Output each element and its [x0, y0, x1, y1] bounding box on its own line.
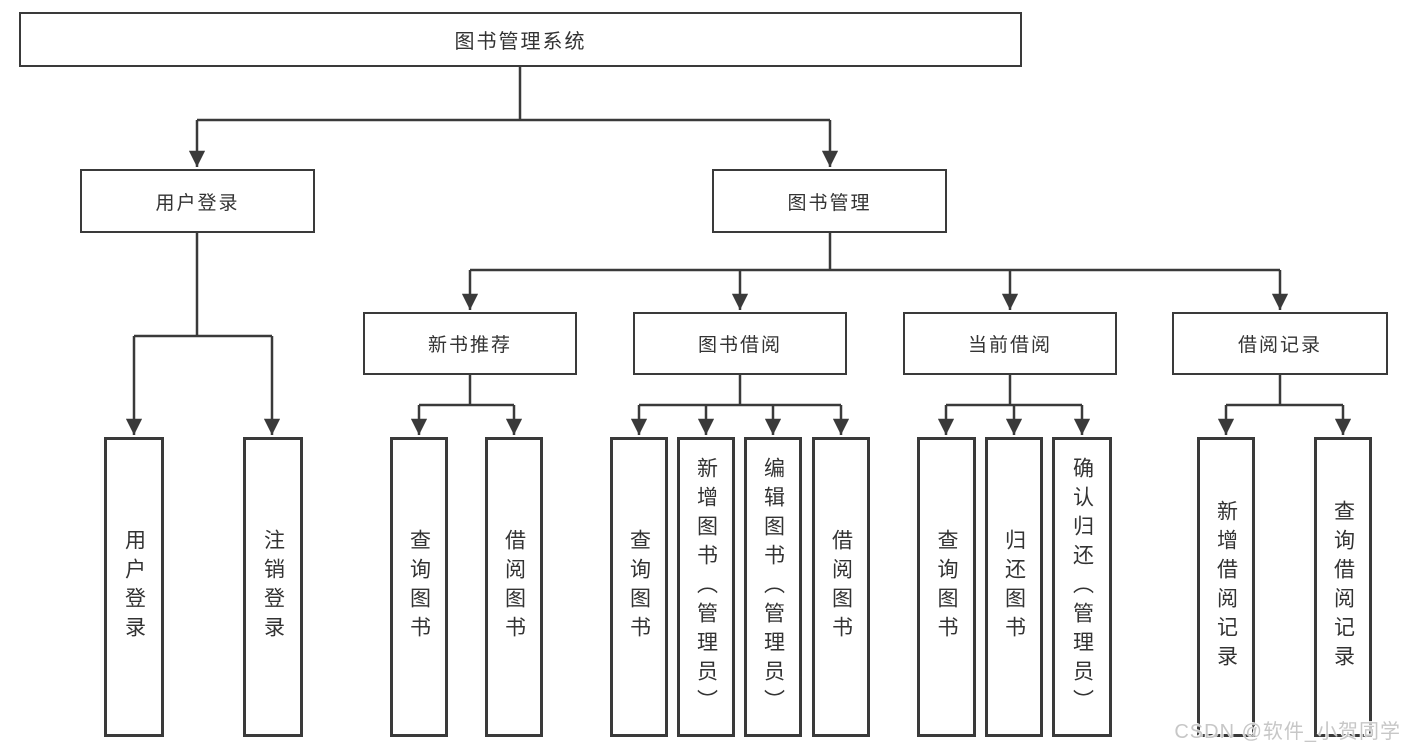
node-borrowing-records: 借阅记录	[1172, 312, 1388, 375]
leaf-current-return-books: 归还图书	[985, 437, 1043, 737]
node-label: 借阅图书	[829, 529, 853, 645]
leaf-newbook-query-books: 查询图书	[390, 437, 448, 737]
node-label: 图书借阅	[697, 335, 782, 356]
leaf-borrowing-borrow-books: 借阅图书	[812, 437, 870, 737]
node-label: 查询借阅记录	[1331, 500, 1355, 674]
node-label: 新增图书（管理员）	[694, 456, 718, 718]
leaf-records-add-record: 新增借阅记录	[1197, 437, 1255, 737]
node-book-management: 图书管理	[712, 169, 947, 233]
watermark: CSDN @软件_小贺同学	[1174, 721, 1401, 743]
leaf-logout: 注销登录	[243, 437, 303, 737]
node-label: 注销登录	[261, 529, 285, 645]
node-label: 新书推荐	[427, 335, 512, 356]
node-label: 归还图书	[1002, 529, 1026, 645]
node-label: 新增借阅记录	[1214, 500, 1238, 674]
node-label: 借阅记录	[1237, 335, 1322, 356]
leaf-records-query-record: 查询借阅记录	[1314, 437, 1372, 737]
node-label: 查询图书	[407, 529, 431, 645]
node-label: 图书管理系统	[454, 31, 587, 53]
node-book-borrowing: 图书借阅	[633, 312, 847, 375]
node-current-borrowing: 当前借阅	[903, 312, 1117, 375]
node-new-book-recommend: 新书推荐	[363, 312, 577, 375]
leaf-borrowing-edit-books-admin: 编辑图书（管理员）	[744, 437, 802, 737]
leaf-borrowing-add-books-admin: 新增图书（管理员）	[677, 437, 735, 737]
leaf-current-query-books: 查询图书	[917, 437, 976, 737]
leaf-current-confirm-return-admin: 确认归还（管理员）	[1052, 437, 1112, 737]
node-library-system: 图书管理系统	[19, 12, 1022, 67]
node-label: 查询图书	[627, 529, 651, 645]
node-label: 编辑图书（管理员）	[761, 456, 785, 718]
node-label: 确认归还（管理员）	[1070, 456, 1094, 718]
leaf-user-login: 用户登录	[104, 437, 164, 737]
leaf-borrowing-query-books: 查询图书	[610, 437, 668, 737]
node-label: 当前借阅	[967, 335, 1052, 356]
leaf-newbook-borrow-books: 借阅图书	[485, 437, 543, 737]
node-label: 用户登录	[122, 529, 146, 645]
node-user-login: 用户登录	[80, 169, 315, 233]
node-label: 借阅图书	[502, 529, 526, 645]
node-label: 图书管理	[787, 192, 872, 214]
node-label: 查询图书	[935, 529, 958, 645]
node-label: 用户登录	[155, 192, 240, 214]
